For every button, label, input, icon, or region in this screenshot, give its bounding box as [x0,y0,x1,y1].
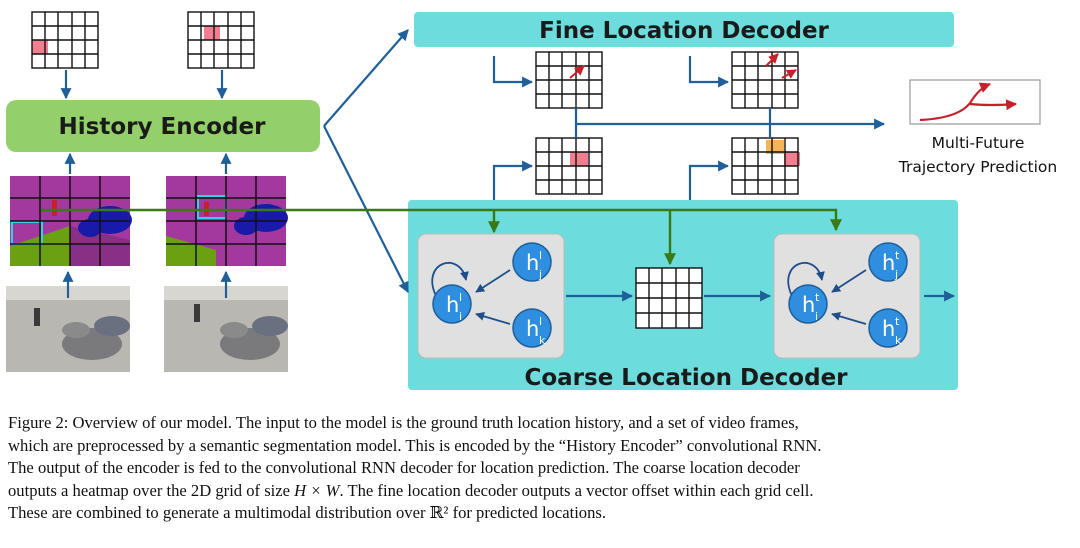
video-frame-1 [6,286,130,372]
svg-text:t: t [895,249,900,262]
svg-text:t: t [895,315,900,328]
hidden-node-right-j [868,242,908,282]
fine-decoder-bar [414,12,954,47]
svg-text:i: i [815,310,818,323]
segmentation-map-1 [10,176,132,266]
coarse-heatmap-2 [731,137,800,195]
hidden-node-left-k [512,308,552,348]
svg-text:h: h [882,317,895,341]
fine-grid-2 [731,51,799,109]
caption-line-1: Figure 2: Overview of our model. The inp… [8,413,799,432]
svg-text:k: k [895,334,902,347]
svg-text:h: h [882,251,895,275]
svg-text:i: i [459,310,462,323]
history-encoder-box [6,100,320,152]
rnn-cell-right: h t j h t i h t k [773,233,921,359]
caption-line-3: The output of the encoder is fed to the … [8,458,800,478]
output-label-line2: Trajectory Prediction [898,158,1057,176]
caption-line-4: outputs a heatmap over the 2D grid of si… [8,480,814,500]
green-history-path [40,208,842,266]
svg-text:t: t [815,291,820,304]
coarse-middle-grid [635,267,703,329]
model-overview-figure: Coarse Location Decoder Fine Location De… [6,11,1057,391]
fine-grid-1 [535,51,603,109]
svg-text:j: j [894,268,898,281]
svg-text:l: l [539,315,542,328]
caption-line-5: These are combined to generate a multimo… [8,503,606,523]
hidden-node-left-i [432,284,472,324]
video-frame-2 [164,286,288,372]
history-encoder-label: History Encoder [59,114,267,140]
svg-text:l: l [539,249,542,262]
svg-text:l: l [459,291,462,304]
rnn-cell-left: h l j h l i h l k [417,233,565,359]
coarse-heatmap-1 [535,137,603,195]
fine-decoder-label: Fine Location Decoder [539,18,829,44]
svg-text:h: h [526,251,539,275]
svg-text:h: h [446,293,459,317]
segmentation-map-2 [166,176,288,266]
hidden-node-right-k [868,308,908,348]
output-label-line1: Multi-Future [932,134,1025,152]
figure-caption: Figure 2: Overview of our model. The inp… [8,412,1074,525]
hidden-node-right-i [788,284,828,324]
svg-text:h: h [802,293,815,317]
caption-math-r2: ℝ² [429,503,449,523]
hidden-node-left-j [512,242,552,282]
caption-line-2: which are preprocessed by a semantic seg… [8,435,822,455]
svg-text:h: h [526,317,539,341]
caption-math-hw: H × W [294,480,340,500]
input-grid-2 [187,11,255,69]
svg-text:k: k [539,334,546,347]
trajectory-output-icon [909,79,1041,125]
coarse-decoder-label: Coarse Location Decoder [524,365,848,391]
svg-text:j: j [538,268,542,281]
input-grid-1 [31,11,99,69]
